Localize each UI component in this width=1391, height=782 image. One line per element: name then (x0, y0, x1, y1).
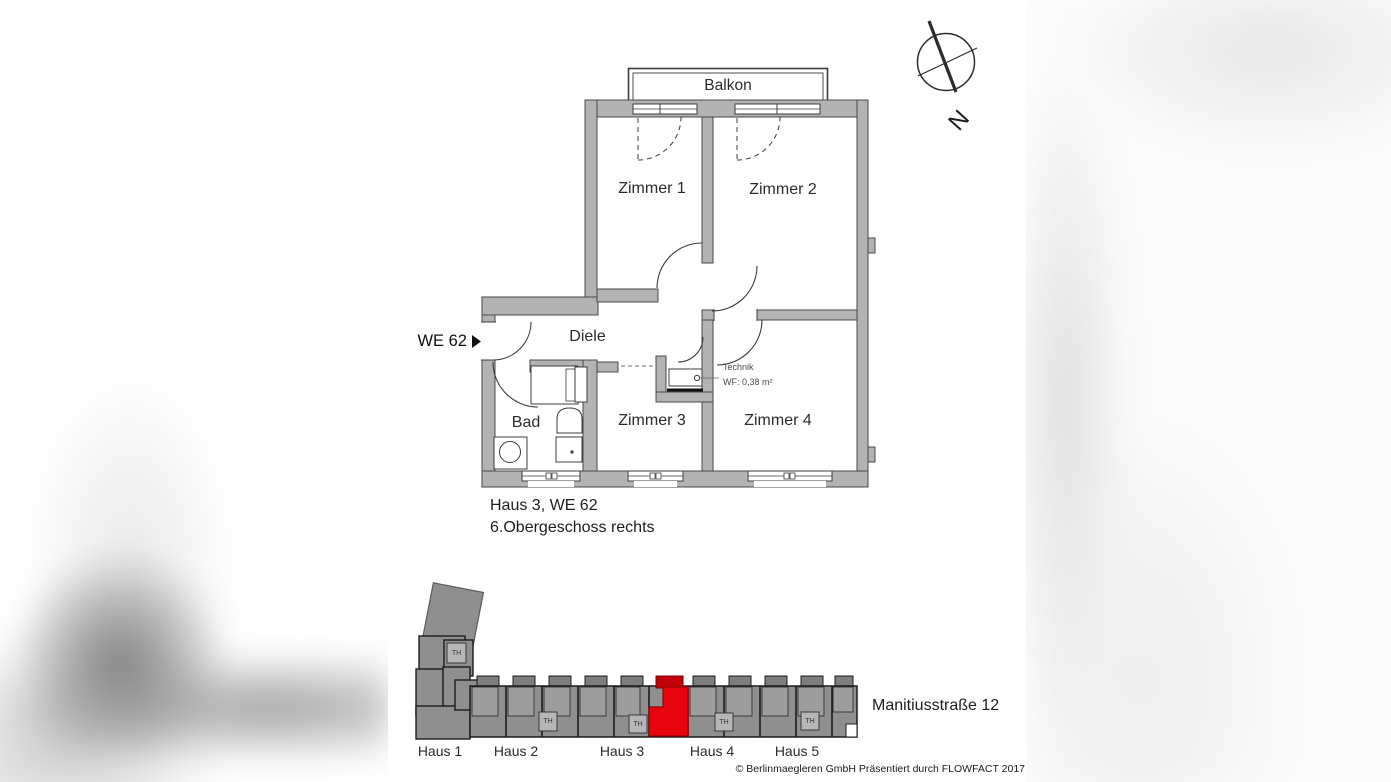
door-openings (481, 309, 757, 360)
door-arc-bad (492, 361, 539, 408)
house-label-2: Haus 2 (493, 743, 539, 759)
sill-2 (634, 481, 677, 487)
shaft (574, 366, 588, 403)
toilet (556, 407, 583, 434)
stairwell-label-3: TH (719, 719, 729, 726)
door-arc-zimmer1 (656, 242, 703, 289)
wall-step (481, 296, 599, 316)
door-arcs (492, 242, 763, 408)
room-label-diele: Diele (569, 328, 606, 345)
wall-nub-right-2 (867, 446, 876, 463)
entrance-arrow-icon (472, 335, 481, 348)
stairwell-boxes (538, 711, 820, 734)
blurred-background-right (1020, 0, 1391, 782)
sill-3 (754, 481, 826, 487)
highlight-unit-bump (655, 675, 684, 689)
door-arc-entrance (492, 321, 532, 361)
unit-marker-label: WE 62 (417, 332, 467, 350)
blurred-background-left (0, 0, 390, 782)
door-arc-zimmer4 (716, 319, 763, 366)
room-label-zimmer-4: Zimmer 4 (744, 412, 812, 429)
room-label-bad: Bad (511, 414, 541, 431)
wall-nub-right-1 (867, 237, 876, 254)
bath-fixtures (493, 365, 588, 470)
compass-icon (916, 20, 978, 93)
house-label-4: Haus 4 (689, 743, 735, 759)
highlight-unit (648, 686, 689, 737)
sill-1 (528, 481, 574, 487)
house-label-1: Haus 1 (417, 743, 463, 759)
stairwell-label-4: TH (805, 718, 815, 725)
technik-area-label: WF: 0,38 m² (723, 377, 773, 387)
door-arc-technik (677, 336, 704, 363)
copyright-label: © Berlinmaegleren GmbH Präsentiert durch… (735, 763, 1025, 775)
house-label-5: Haus 5 (774, 743, 820, 759)
balcony-outline (627, 67, 829, 107)
technik-label: Technik (723, 362, 754, 372)
wall-top (584, 99, 869, 118)
windows (521, 103, 833, 487)
balcony-label: Balkon (704, 77, 752, 94)
stairwell-box (446, 642, 467, 664)
stairwell-label-2: TH (633, 721, 643, 728)
stairwell-label-haus1: TH (451, 650, 462, 657)
door-arc-zimmer2 (711, 265, 758, 312)
plan-caption-line2: 6.Obergeschoss rechts (490, 519, 655, 536)
plan-caption-line1: Haus 3, WE 62 (490, 497, 598, 514)
wall-technik-bottom (655, 391, 714, 403)
wall-z1-bottom (596, 288, 659, 303)
house-label-3: Haus 3 (599, 743, 645, 759)
balcony-door-arcs (637, 116, 781, 161)
washing-machine (555, 436, 583, 463)
room-label-zimmer-3: Zimmer 3 (618, 412, 686, 429)
room-label-zimmer-2: Zimmer 2 (749, 181, 817, 198)
wall-left-upper (584, 99, 598, 303)
wall-z2-z4 (701, 309, 858, 321)
wall-z1-z2 (701, 116, 714, 264)
room-label-zimmer-1: Zimmer 1 (618, 180, 686, 197)
technik-unit (667, 368, 719, 392)
wall-z3-top (596, 361, 619, 373)
stairwell-label-1: TH (543, 718, 553, 725)
wall-right (856, 99, 869, 488)
site-row (469, 675, 858, 738)
street-label: Manitiusstraße 12 (872, 697, 1000, 714)
row-end-notch (845, 723, 858, 738)
